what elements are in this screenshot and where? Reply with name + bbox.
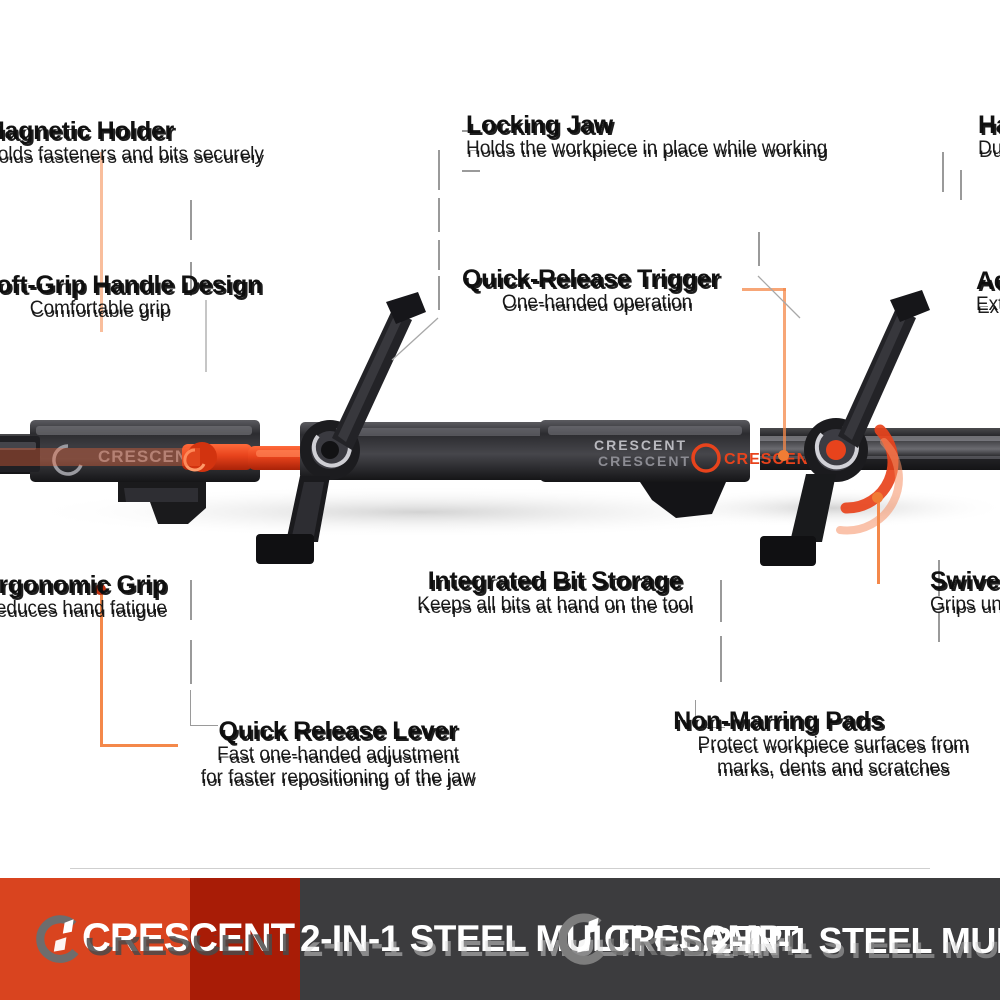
banner-brand: CRESCENT (82, 916, 295, 961)
callout-desc: Holds fasteners and bits securely (0, 144, 284, 166)
callout-desc-line2: for faster repositioning of the jaw (178, 767, 498, 789)
callout-top-left-2: Soft-Grip Handle Design Comfortable grip (0, 272, 280, 321)
callout-title: Hardened Steel (978, 112, 1000, 139)
callout-title: Integrated Bit Storage (390, 568, 720, 595)
callout-desc: Durable construction (978, 138, 1000, 160)
callout-title: Ergonomic Grip (0, 572, 242, 599)
banner-hairline (70, 868, 930, 869)
callout-title: Soft-Grip Handle Design (0, 272, 280, 299)
callout-bottom-left-1: Ergonomic Grip Reduces hand fatigue (0, 572, 242, 621)
svg-text:CRESCENT: CRESCENT (594, 437, 687, 453)
callout-desc: Protect workpiece surfaces from (673, 734, 993, 756)
callout-title: Quick-Release Trigger (462, 266, 772, 293)
leader-line-orange-bottomleft-h (100, 744, 178, 747)
callout-top-center-2: Quick-Release Trigger One-handed operati… (462, 266, 772, 315)
callout-desc: One-handed operation (462, 292, 732, 314)
callout-dot-right (872, 492, 883, 503)
callout-top-left-1: Magnetic Holder Holds fasteners and bits… (0, 118, 284, 167)
elbow-left-bottom (190, 690, 218, 726)
callout-desc: Fast one-handed adjustment (178, 744, 498, 766)
tick-center-b (438, 198, 440, 232)
leader-line-orange-center-v (783, 288, 786, 458)
tick-right-a (942, 152, 944, 192)
brand-banner: CRESCENT 2-IN-1 STEEL MULTI CLAMP CRESCE… (0, 878, 1000, 1000)
callout-dot-center-right (778, 450, 789, 461)
callout-bottom-right-1: Swivel Jaw Grips uneven and irregular sh… (930, 568, 1000, 617)
tick-left-a (190, 200, 192, 240)
banner-content: CRESCENT 2-IN-1 STEEL MULTI CLAMP CRESCE… (0, 878, 1000, 1000)
callout-bottom-left-2: Quick Release Lever Fast one-handed adju… (178, 718, 498, 789)
tick-right-e (938, 612, 940, 642)
callout-top-center-1: Locking Jaw Holds the workpiece in place… (466, 112, 827, 161)
callout-title: Locking Jaw (466, 112, 786, 139)
callout-bottom-center-2: Non-Marring Pads Protect workpiece surfa… (673, 708, 993, 779)
leader-line-orange-right (877, 498, 880, 584)
callout-title: Swivel Jaw (930, 568, 1000, 595)
crescent-c-logo-icon (36, 915, 79, 963)
leader-line-orange-left (100, 152, 103, 332)
callout-top-right-2: Adjustable Bar Extends reach (976, 268, 1000, 317)
crescent-c-logo-icon-right (558, 913, 604, 965)
tick-right-c (758, 232, 760, 266)
callout-desc: Comfortable grip (0, 298, 220, 320)
callout-title: Quick Release Lever (178, 718, 498, 745)
dash-center-top2 (462, 170, 480, 172)
callout-title: Adjustable Bar (976, 268, 1000, 295)
tick-left-d (190, 640, 192, 684)
leader-line-orange-bottomleft (100, 588, 103, 746)
tick-right-b (960, 170, 962, 200)
callout-desc: Keeps all bits at hand on the tool (390, 594, 720, 616)
svg-text:CRESCENT: CRESCENT (98, 447, 200, 466)
svg-text:CRESCENT: CRESCENT (598, 453, 691, 469)
callout-top-right-1: Hardened Steel Durable construction (978, 112, 1000, 161)
callout-bottom-center-1: Integrated Bit Storage Keeps all bits at… (390, 568, 720, 617)
callout-desc: Grips uneven and irregular shapes (930, 594, 1000, 616)
callout-title: Magnetic Holder (0, 118, 284, 145)
tick-left-c (190, 580, 192, 620)
callout-desc: Holds the workpiece in place while worki… (466, 138, 827, 160)
tick-center-d (438, 276, 440, 310)
tick-center-a (438, 150, 440, 190)
banner-tagline-right: 2-IN-1 STEEL MULTI CLAMP (712, 920, 1000, 962)
callout-title: Non-Marring Pads (673, 708, 993, 735)
callout-desc: Extends reach (976, 294, 1000, 316)
tick-cbottom-a (720, 580, 722, 622)
tick-center-c (438, 240, 440, 270)
product-image: CRESCENT (0, 290, 1000, 566)
callout-desc-line2: marks, dents and scratches (673, 757, 993, 779)
svg-text:CRESCENT: CRESCENT (724, 451, 820, 468)
tick-cbottom-b (720, 636, 722, 682)
callout-desc: Reduces hand fatigue (0, 598, 242, 620)
